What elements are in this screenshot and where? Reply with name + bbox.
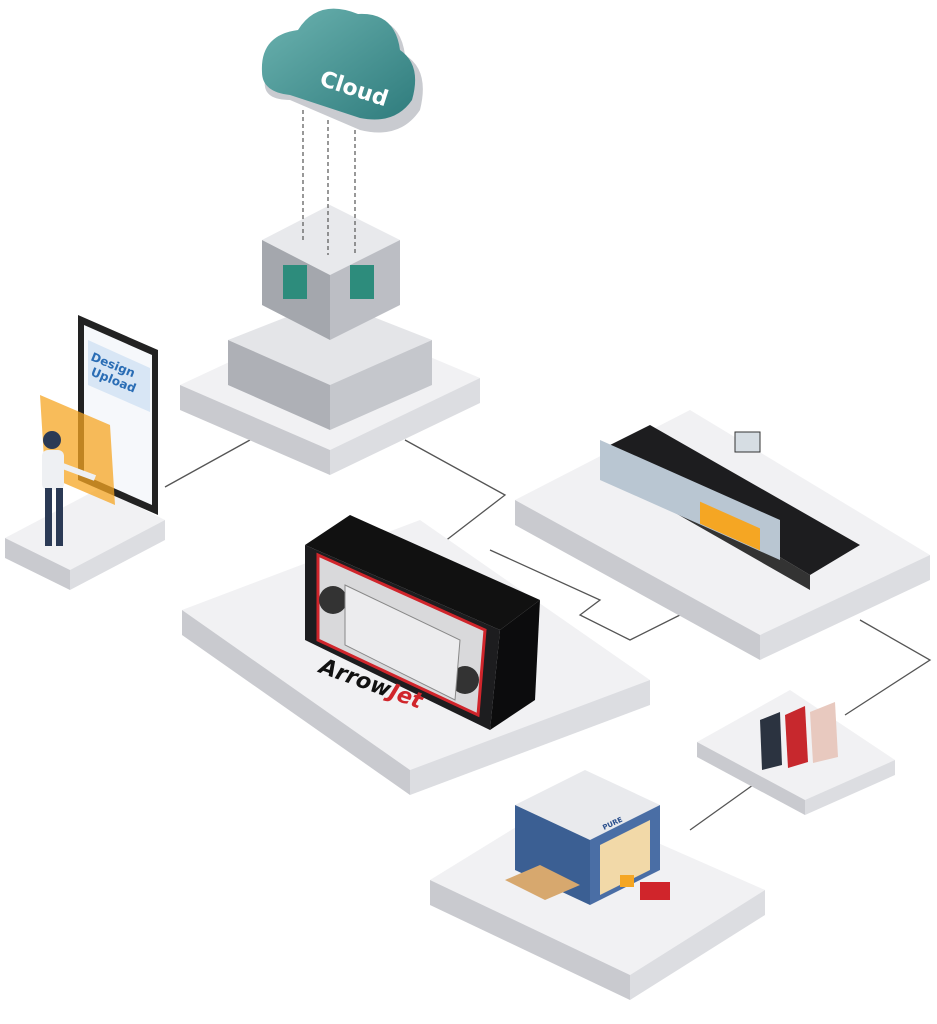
packaging-bags-icon — [760, 702, 838, 770]
truck-icon — [640, 882, 670, 900]
connector-lines — [164, 439, 932, 831]
pallet-boxes-icon — [505, 865, 580, 900]
server-chip-icon — [350, 265, 374, 299]
cloud-icon: Cloud — [261, 8, 423, 133]
platform-designer — [5, 488, 165, 590]
warehouse-building: PURE — [505, 770, 670, 905]
control-panel-icon — [734, 431, 761, 453]
server-chip-icon — [283, 265, 307, 299]
person-icon — [42, 431, 97, 546]
forklift-icon — [620, 875, 634, 887]
cloud-links — [302, 110, 356, 255]
arrowjet-printer: ArrowJet — [305, 515, 540, 730]
server-cube — [228, 205, 432, 430]
tablet-design-upload: Design Upload — [40, 315, 158, 546]
label-press-machine — [600, 425, 860, 590]
